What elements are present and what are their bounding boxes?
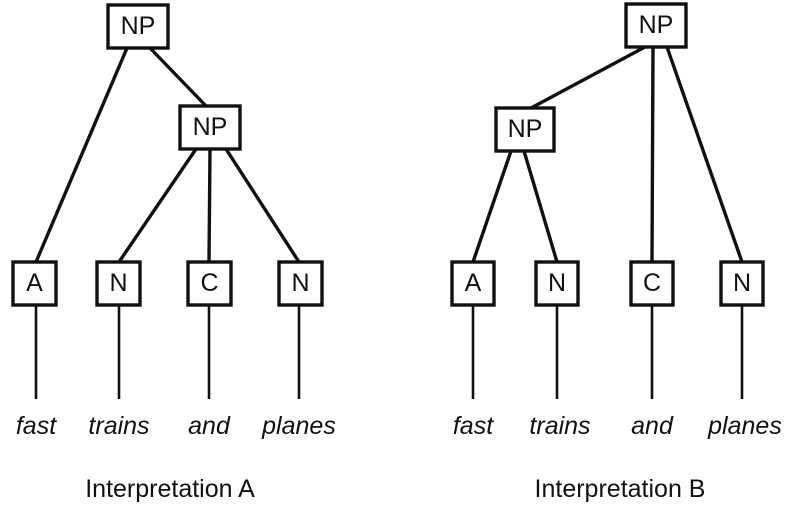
node-label-a-pos-c: C: [200, 269, 218, 297]
word-b-leaf-planes: planes: [707, 412, 782, 440]
tree-edge-b-edge-root-c: [650, 46, 655, 263]
node-label-b-np-root: NP: [639, 11, 674, 39]
word-a-leaf-planes: planes: [261, 412, 336, 440]
tree-edge-b-edge-root-npinner: [530, 45, 646, 110]
node-box-b-pos-n2[interactable]: [719, 260, 765, 307]
node-label-a-np-inner: NP: [193, 113, 228, 141]
node-box-a-pos-n1[interactable]: [95, 260, 142, 307]
word-b-leaf-trains: trains: [529, 412, 590, 440]
node-box-a-np-inner[interactable]: [178, 104, 242, 151]
node-label-a-np-root: NP: [121, 12, 156, 40]
node-label-b-pos-c: C: [643, 269, 661, 297]
node-box-b-pos-a[interactable]: [450, 260, 496, 307]
node-label-b-pos-a: A: [465, 269, 482, 297]
tree-edge-b-edge-root-n2: [665, 46, 744, 263]
tree-edge-a-edge-root-a: [34, 47, 129, 263]
node-label-a-pos-a: A: [26, 269, 43, 297]
word-a-leaf-and: and: [188, 412, 231, 440]
word-b-leaf-fast: fast: [453, 412, 494, 440]
node-box-a-np-root[interactable]: [106, 3, 170, 50]
node-box-b-pos-c[interactable]: [629, 260, 675, 307]
node-box-a-pos-n2[interactable]: [277, 260, 324, 307]
node-box-b-pos-n1[interactable]: [534, 260, 580, 307]
node-label-a-pos-n1: N: [109, 269, 127, 297]
tree-edge-a-edge-npinner-n2: [224, 148, 301, 263]
word-a-leaf-trains: trains: [88, 412, 149, 440]
tree-edge-a-edge-npinner-c: [207, 148, 212, 263]
tree-edge-a-edge-npinner-n1: [117, 148, 198, 263]
tree-edge-b-edge-npinner-n1: [522, 150, 559, 263]
node-box-a-pos-c[interactable]: [186, 260, 233, 307]
node-label-b-pos-n2: N: [733, 269, 751, 297]
caption-interpretation-b: Interpretation B: [535, 475, 706, 503]
node-box-a-pos-a[interactable]: [11, 260, 58, 307]
node-label-b-pos-n1: N: [548, 269, 566, 297]
caption-interpretation-a: Interpretation A: [85, 475, 255, 503]
node-box-b-np-root[interactable]: [624, 2, 688, 49]
node-label-b-np-inner: NP: [508, 115, 543, 143]
node-label-a-pos-n2: N: [291, 269, 309, 297]
tree-edge-b-edge-npinner-a: [471, 150, 513, 263]
word-b-leaf-and: and: [631, 412, 674, 440]
word-a-leaf-fast: fast: [16, 412, 57, 440]
tree-edge-a-edge-root-npinner: [148, 46, 208, 108]
node-box-b-np-inner[interactable]: [494, 106, 556, 153]
